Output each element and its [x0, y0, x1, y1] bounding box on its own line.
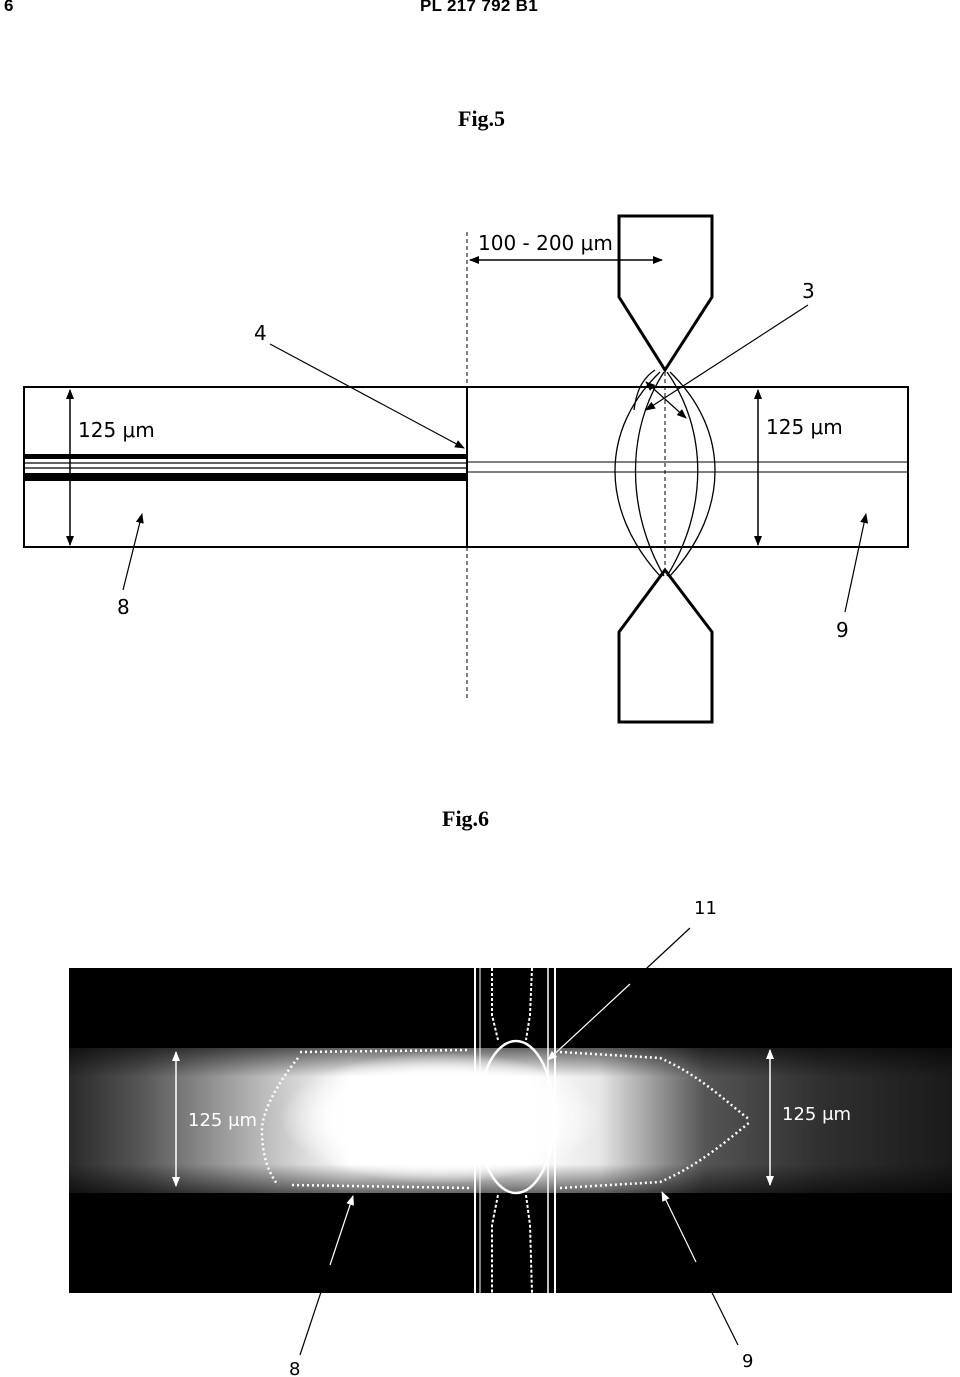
left-diameter-label: 125 μm: [78, 418, 155, 442]
fig6-ref-9: 9: [742, 1351, 753, 1372]
fig6-photo: 125 μm 125 μm 11 8 9: [69, 898, 952, 1377]
hot-core: [280, 1052, 600, 1184]
page-number: 6: [4, 0, 14, 15]
leader-3b: [645, 381, 687, 419]
ref-4: 4: [254, 321, 267, 345]
ref-3: 3: [802, 279, 815, 303]
electrode-outlines: [474, 967, 556, 1294]
leader-9: [844, 513, 869, 613]
fig5-diagram: 100 - 200 μm 125 μm 125 μm 3 4 8 9: [23, 214, 909, 724]
fig6-left-diameter-label: 125 μm: [188, 1110, 257, 1131]
document-id: PL 217 792 B1: [420, 0, 538, 15]
ref-8: 8: [117, 595, 130, 619]
leader-4: [269, 343, 465, 449]
fig6-right-diameter-label: 125 μm: [782, 1104, 851, 1125]
ref-11: 11: [694, 898, 717, 919]
left-fiber-core: [24, 454, 467, 481]
region-11-ellipse: [476, 1039, 556, 1195]
contour-traces: [260, 1048, 751, 1190]
fig6-ref-8: 8: [289, 1359, 300, 1377]
lower-electrode: [617, 567, 714, 724]
upper-electrode: [617, 214, 714, 373]
leader-8: [122, 513, 144, 591]
right-diameter-label: 125 μm: [766, 415, 843, 439]
fig6-caption: Fig.6: [442, 806, 490, 831]
fig5-caption: Fig.5: [458, 106, 506, 131]
gap-dimension-label: 100 - 200 μm: [478, 231, 613, 255]
right-fiber-core: [467, 461, 908, 473]
left-fiber-body: [23, 386, 468, 548]
ref-9: 9: [836, 618, 849, 642]
